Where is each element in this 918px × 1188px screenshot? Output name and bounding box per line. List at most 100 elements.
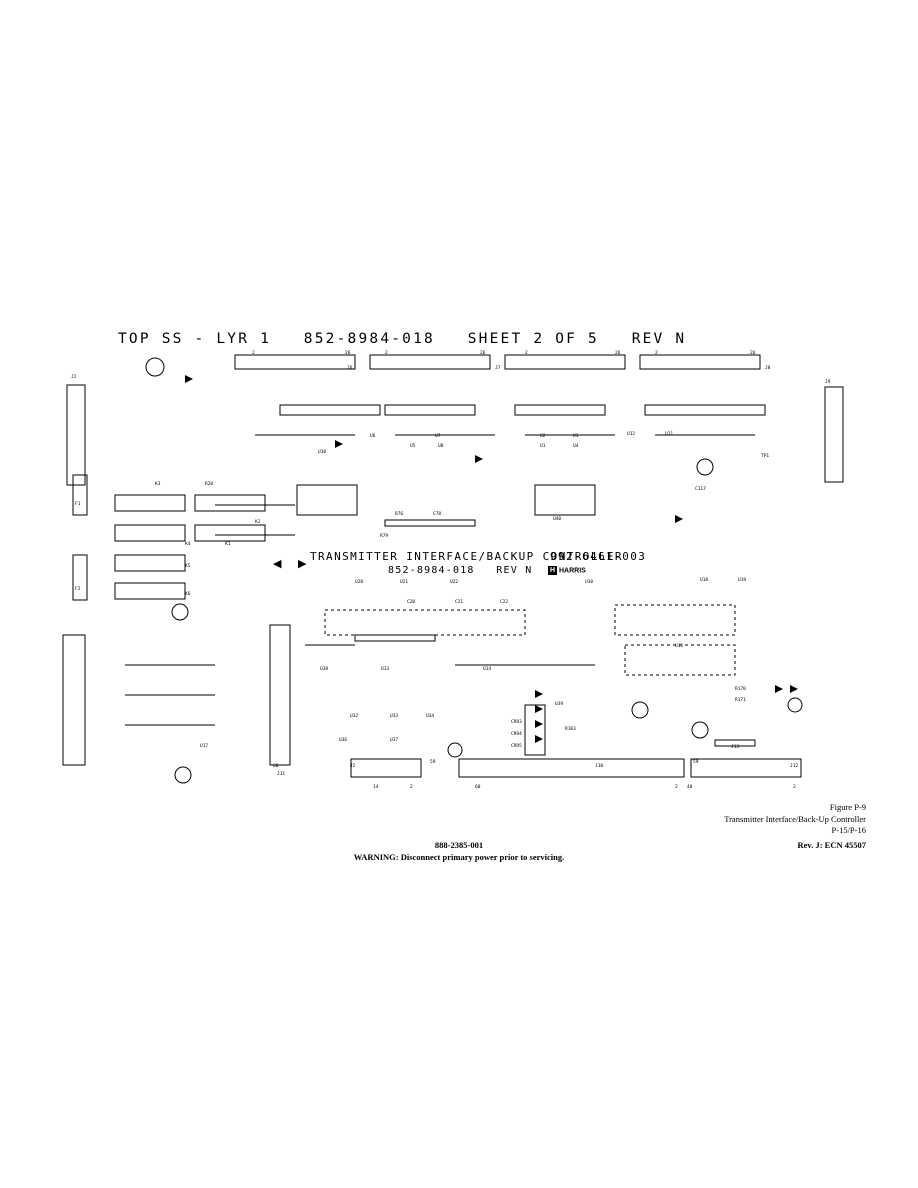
part-label: U34 [426, 713, 434, 719]
part-label: K2 [255, 519, 261, 525]
part-label: CR93 [511, 719, 522, 725]
harris-logo-icon: H [548, 566, 557, 575]
part-label: R103 [565, 726, 576, 732]
part-label: U2 [540, 433, 546, 439]
part-label: TP1 [761, 453, 769, 459]
part-label: CR94 [511, 731, 522, 737]
diode-cr5 [185, 375, 193, 383]
capacitor-c87 [691, 721, 709, 739]
part-label: F2 [75, 586, 81, 592]
diode-cr93 [535, 720, 543, 728]
pcb-silkscreen-drawing: 2 26 2 26 2 26 2 26 14 2 60 2 40 2 60 59… [62, 350, 844, 790]
revision-text: Rev. J: ECN 45507 [797, 840, 866, 850]
connector-j11 [269, 624, 291, 766]
capacitor-c116 [171, 603, 189, 621]
capacitor-c118 [631, 701, 649, 719]
harris-logo-text: HARRIS [559, 567, 586, 575]
fuse-f1 [72, 474, 88, 516]
pin-label: 26 [750, 350, 756, 356]
fuse-f2 [72, 554, 88, 601]
relay-k2 [194, 494, 266, 512]
part-label: C22 [500, 599, 508, 605]
capacitor-c98 [787, 697, 803, 713]
part-label: C20 [407, 599, 415, 605]
part-label: U13 [381, 666, 389, 672]
pin-label: 59 [693, 759, 699, 765]
part-label: U32 [350, 713, 358, 719]
connector-label: J9 [825, 379, 831, 385]
resistor-array-left [296, 484, 358, 516]
part-label: U39 [555, 701, 563, 707]
part-label: K5 [185, 563, 191, 569]
connector-j9 [824, 386, 844, 483]
connector-j2-bottom [350, 758, 422, 778]
connector-label: J7 [495, 365, 501, 371]
board-title: TRANSMITTER INTERFACE/BACKUP CONTROLLER [310, 550, 623, 563]
pin-label: 59 [430, 759, 436, 765]
board-subtitle: 852-8984-018 REV N [388, 565, 533, 576]
diode-cr49 [675, 515, 683, 523]
part-label: U37 [390, 737, 398, 743]
diode-cr94 [535, 735, 543, 743]
part-label: F1 [75, 501, 81, 507]
resistor-array-right [534, 484, 596, 516]
connector-label: J2 [71, 374, 77, 380]
pin-label: 2 [655, 350, 658, 356]
part-label: C117 [695, 486, 706, 492]
resistor-network-r76 [384, 519, 476, 527]
connector-label: J8 [765, 365, 771, 371]
connector-j4 [62, 634, 86, 766]
diode-cr11 [335, 440, 343, 448]
figure-pages: P-15/P-16 [831, 825, 866, 835]
part-label: U30 [585, 579, 593, 585]
part-label: R76 [395, 511, 403, 517]
connector-label: J12 [790, 763, 798, 769]
figure-number: Figure P-9 [829, 802, 866, 812]
part-label: U10 [318, 449, 326, 455]
ic-row-u6-u7 [384, 404, 476, 416]
pin-label: 2 [410, 784, 413, 790]
relay-k3 [114, 494, 186, 512]
board-part-number: 992-6461-003 [550, 550, 647, 563]
pin-label: 2 [675, 784, 678, 790]
figure-title: Transmitter Interface/Back-Up Controller [724, 813, 866, 824]
part-label: K6 [185, 591, 191, 597]
connector-j2 [66, 384, 86, 486]
connector-label: J6 [347, 365, 353, 371]
ic-row-u2-u3 [514, 404, 606, 416]
drawing-header: TOP SS - LYR 1 852-8984-018 SHEET 2 OF 5… [118, 331, 687, 347]
part-label: U19 [738, 577, 746, 583]
diode-cr99 [790, 685, 798, 693]
part-label: C78 [433, 511, 441, 517]
ic-row-u10 [279, 404, 381, 416]
right-arrow-icon: ▶ [298, 558, 307, 570]
pin-label: 26 [615, 350, 621, 356]
part-label: U17 [200, 743, 208, 749]
pin-label: 2 [793, 784, 796, 790]
pin-label: 60 [475, 784, 481, 790]
relay-k6 [114, 582, 186, 600]
part-label: U14 [483, 666, 491, 672]
diode-cr98 [775, 685, 783, 693]
pin-label: 2 [252, 350, 255, 356]
capacitor-c86 [174, 766, 192, 784]
part-label: U11 [665, 431, 673, 437]
relay-k1 [194, 524, 266, 542]
pin-label: 14 [373, 784, 379, 790]
part-label: U40 [553, 516, 561, 522]
part-label: U1 [540, 443, 546, 449]
connector-j10 [458, 758, 685, 778]
part-label: K1 [225, 541, 231, 547]
part-label: U15 [675, 643, 683, 649]
relay-k5 [114, 554, 186, 572]
pin-label: 60 [273, 763, 279, 769]
diode-cr21 [475, 455, 483, 463]
connector-label: J13 [731, 744, 739, 750]
part-label: U36 [339, 737, 347, 743]
pin-label: 2 [525, 350, 528, 356]
capacitor-c117 [696, 458, 714, 476]
connector-j12 [690, 758, 802, 778]
part-label: U5 [410, 443, 416, 449]
part-label: R171 [735, 697, 746, 703]
